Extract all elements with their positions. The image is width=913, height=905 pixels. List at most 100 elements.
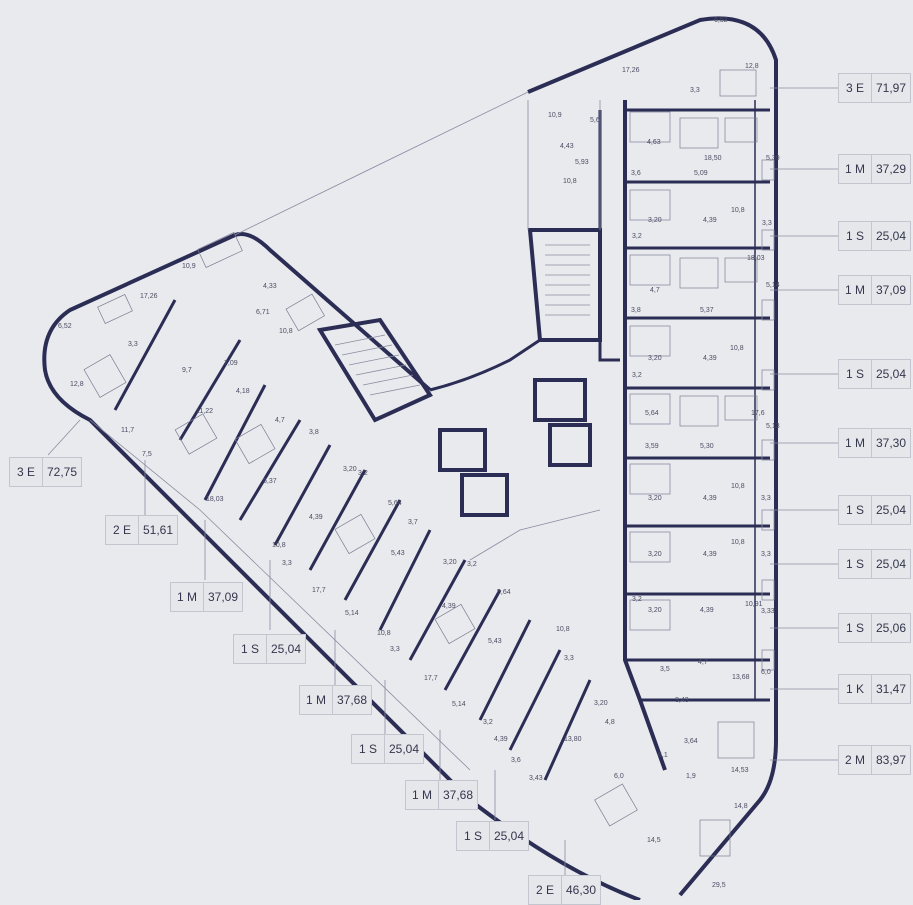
room-area-label: 14,53 xyxy=(731,767,749,774)
room-area-label: 4,33 xyxy=(263,283,277,290)
room-area-label: 3,20 xyxy=(648,355,662,362)
room-area-label: 3,20 xyxy=(343,466,357,473)
room-area-label: 14,8 xyxy=(734,803,748,810)
room-area-label: 3,3 xyxy=(282,560,292,567)
apartment-area: 25,04 xyxy=(388,742,420,756)
room-area-label: 3,2 xyxy=(632,233,642,240)
room-area-label: 3,6 xyxy=(631,170,641,177)
apartment-type: 1 S xyxy=(457,822,490,850)
apartment-area: 46,30 xyxy=(565,883,597,897)
room-area-label: 10,9 xyxy=(548,112,562,119)
room-area-label: 5,14 xyxy=(766,282,780,289)
room-area-label: 4,43 xyxy=(560,143,574,150)
room-area-label: 4,7 xyxy=(275,417,285,424)
apartment-type: 1 M xyxy=(300,686,333,714)
apartment-area: 71,97 xyxy=(875,81,907,95)
room-area-label: 4,39 xyxy=(700,607,714,614)
room-area-label: 1,9 xyxy=(686,773,696,780)
room-area-label: 14,5 xyxy=(647,837,661,844)
room-area-label: 10,8 xyxy=(731,483,745,490)
apartment-type: 1 S xyxy=(839,360,872,388)
room-area-label: 3,3 xyxy=(564,655,574,662)
room-area-label: 5,30 xyxy=(700,443,714,450)
room-area-label: 3,20 xyxy=(648,495,662,502)
room-area-label: 3,3 xyxy=(761,551,771,558)
room-area-label: 6,1 xyxy=(658,752,668,759)
room-area-label: 18,03 xyxy=(747,255,765,262)
room-area-label: 4,39 xyxy=(703,355,717,362)
room-area-label: 5,6 xyxy=(590,117,600,124)
apartment-type: 1 S xyxy=(839,550,872,578)
apartment-type: 3 E xyxy=(10,458,43,486)
room-area-label: 5,14 xyxy=(452,701,466,708)
room-area-label: 29,5 xyxy=(712,882,726,889)
room-area-label: 5,13 xyxy=(766,423,780,430)
apartment-type: 1 M xyxy=(839,429,872,457)
apartment-area: 25,04 xyxy=(875,557,907,571)
room-area-label: 4,39 xyxy=(703,551,717,558)
room-area-label: 3,7 xyxy=(408,519,418,526)
room-area-label: 4,7 xyxy=(650,287,660,294)
room-area-label: 10,8 xyxy=(730,345,744,352)
room-area-label: 3,43 xyxy=(675,697,689,704)
room-area-label: 17,6 xyxy=(751,410,765,417)
apartment-area: 72,75 xyxy=(46,465,78,479)
left-wing xyxy=(42,232,641,900)
apartment-area: 25,04 xyxy=(493,829,525,843)
apartment-type: 1 K xyxy=(839,675,872,703)
room-area-label: 3,20 xyxy=(648,607,662,614)
apartment-type: 1 M xyxy=(406,781,439,809)
room-area-label: 5,14 xyxy=(345,610,359,617)
room-area-label: 4,39 xyxy=(442,603,456,610)
room-area-label: 18,50 xyxy=(704,155,722,162)
room-area-label: 7,5 xyxy=(142,451,152,458)
room-area-label: 10,8 xyxy=(279,328,293,335)
room-area-label: 6,0 xyxy=(761,669,771,676)
room-area-label: 3,2 xyxy=(483,719,493,726)
apartment-area: 83,97 xyxy=(875,753,907,767)
room-area-label: 3,64 xyxy=(684,738,698,745)
apartment-area: 25,06 xyxy=(875,621,907,635)
room-area-label: 4,39 xyxy=(494,736,508,743)
apartment-type: 1 S xyxy=(234,635,267,663)
room-area-label: 10,91 xyxy=(745,601,763,608)
room-area-label: 3,6 xyxy=(511,757,521,764)
room-area-label: 6,52 xyxy=(58,323,72,330)
room-area-labels: 6,5217,2612,83,310,95,64,434,635,9310,81… xyxy=(58,17,780,889)
room-area-label: 6,0 xyxy=(614,773,624,780)
room-area-label: 17,7 xyxy=(424,675,438,682)
apartment-type: 2 E xyxy=(106,516,139,544)
apartment-type: 2 E xyxy=(529,876,562,904)
room-area-label: 3,20 xyxy=(594,700,608,707)
room-area-label: 11,7 xyxy=(121,427,134,434)
room-area-label: 17,26 xyxy=(622,67,640,74)
room-area-label: 11,22 xyxy=(196,408,213,415)
room-area-label: 17,7 xyxy=(312,587,326,594)
apartment-type: 3 E xyxy=(839,74,872,102)
room-area-label: 3,3 xyxy=(128,341,138,348)
room-area-label: 4,39 xyxy=(703,217,717,224)
apartment-area: 51,61 xyxy=(142,523,174,537)
apartment-type: 1 S xyxy=(839,222,872,250)
